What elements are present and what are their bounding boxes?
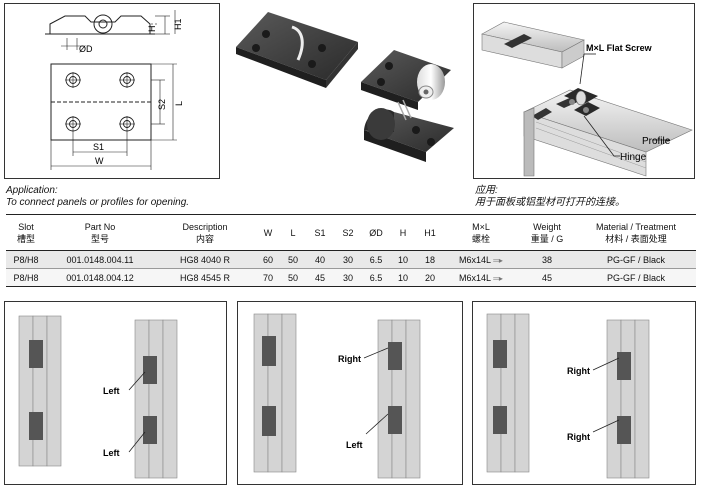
header-h1: H1 [424, 227, 436, 238]
dim-h1-label: H1 [173, 18, 183, 30]
cell-part-no: 001.0148.004.12 [66, 272, 134, 283]
hinge-leaf-bottom-render [364, 99, 454, 162]
dim-h-label: H [147, 26, 157, 33]
cell-slot: P8/H8 [13, 254, 39, 265]
application-title-en: Application: [6, 185, 58, 196]
cell-d: 6.5 [369, 254, 383, 265]
cell-description: HG8 4545 R [179, 272, 231, 283]
screw-icon: ═▸ [493, 273, 503, 283]
header-l: L [290, 227, 296, 238]
mounting-panel-right: Right Right [472, 301, 696, 485]
panel-left-label-bottom: Left [103, 448, 120, 458]
application-en: Application: To connect panels or profil… [6, 185, 189, 209]
cell-h: 10 [397, 254, 408, 265]
cell-part-no: 001.0148.004.11 [66, 254, 134, 265]
mounting-drawing-right: Right Right [486, 313, 650, 479]
dim-s1-label: S1 [93, 142, 104, 152]
cell-l: 50 [287, 254, 298, 265]
panel-middle-label-top: Right [338, 354, 361, 364]
application-title-cn: 应用: [475, 185, 498, 196]
cell-mxl: M6x14L ═▸ [459, 272, 503, 283]
header-h: H [399, 227, 407, 238]
flat-screw-label: M×L Flat Screw [586, 43, 653, 53]
cell-mxl: M6x14L ═▸ [459, 254, 503, 265]
screw-icon: ═▸ [493, 255, 503, 265]
cell-material: PG-GF / Black [606, 254, 665, 265]
dim-d-label: ØD [79, 44, 93, 54]
panel-right-label-top: Right [567, 366, 590, 376]
closed-hinge-render [236, 12, 358, 88]
cell-slot: P8/H8 [13, 272, 39, 283]
header-d: ØD [369, 227, 383, 238]
hinge-leaf-top-render [361, 50, 451, 110]
application-text-en: To connect panels or profiles for openin… [6, 197, 190, 208]
dim-w-label: W [95, 156, 104, 166]
cell-material: PG-GF / Black [606, 272, 665, 283]
cell-w: 60 [262, 254, 273, 265]
mounting-drawing-left: Left Left [18, 315, 178, 479]
cell-s1: 45 [314, 272, 325, 283]
table-row: P8/H8 001.0148.004.12 HG8 4545 R 70 50 4… [6, 268, 696, 287]
cell-h1: 20 [424, 272, 435, 283]
panel-right-label-bottom: Right [567, 432, 590, 442]
hinge-label: Hinge [620, 152, 647, 163]
cell-description: HG8 4040 R [179, 254, 231, 265]
cell-d: 6.5 [369, 272, 383, 283]
panel-left-label-top: Left [103, 386, 120, 396]
mounting-drawing-middle: Right Left [253, 313, 421, 479]
hinge-dimension-drawing: ØD H H1 [45, 10, 184, 170]
cell-l: 50 [287, 272, 298, 283]
cell-s2: 30 [342, 254, 353, 265]
header-s1: S1 [314, 227, 326, 238]
technical-drawing: ØD H H1 [4, 3, 220, 179]
cell-s1: 40 [314, 254, 325, 265]
assembly-drawing: M×L Flat Screw Profile Hinge [481, 21, 693, 177]
profile-label: Profile [642, 136, 671, 147]
dim-l-label: L [174, 101, 184, 106]
cell-w: 70 [262, 272, 273, 283]
cell-s2: 30 [342, 272, 353, 283]
dim-s2-label: S2 [157, 99, 167, 110]
cell-h: 10 [397, 272, 408, 283]
table-row: P8/H8 001.0148.004.11 HG8 4040 R 60 50 4… [6, 250, 696, 269]
cell-h1: 18 [424, 254, 435, 265]
application-text-cn: 用于面板或铝型材可打开的连接。 [475, 197, 625, 208]
hinge-3d-renders [236, 12, 454, 162]
application-cn: 应用: 用于面板或铝型材可打开的连接。 [475, 185, 625, 209]
header-w: W [263, 227, 273, 238]
header-s2: S2 [342, 227, 354, 238]
mounting-panel-middle: Right Left [237, 301, 463, 485]
cell-weight: 38 [541, 254, 552, 265]
panel-middle-label-bottom: Left [346, 440, 363, 450]
assembly-illustration: M×L Flat Screw Profile Hinge [473, 3, 695, 179]
mounting-panel-left: Left Left [4, 301, 227, 485]
cell-weight: 45 [541, 272, 552, 283]
